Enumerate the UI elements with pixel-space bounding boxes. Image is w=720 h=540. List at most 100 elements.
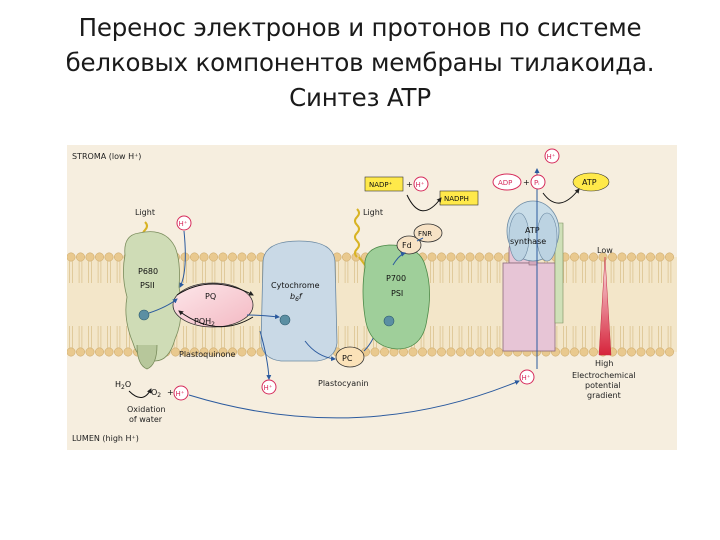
svg-text:H⁺: H⁺: [179, 220, 188, 228]
lipid-head: [580, 348, 588, 356]
svg-text:H⁺: H⁺: [416, 181, 425, 189]
plus-water: +: [167, 388, 174, 397]
svg-text:NADPH: NADPH: [444, 195, 469, 203]
cytochrome-label: Cytochrome: [271, 281, 320, 290]
lipid-head: [637, 253, 645, 261]
lipid-head: [114, 253, 122, 261]
svg-text:ADP: ADP: [498, 179, 512, 187]
nadp-box: NADP⁺: [365, 177, 403, 191]
oxidation-label-1: Oxidation: [127, 405, 166, 414]
h-plus-lumen-1: H⁺: [262, 380, 276, 394]
lipid-head: [447, 253, 455, 261]
lipid-head: [67, 253, 75, 261]
lipid-head: [627, 253, 635, 261]
plastocyanin: PC: [336, 347, 364, 367]
pq-label: PQ: [205, 292, 216, 301]
lipid-head: [238, 348, 246, 356]
svg-text:H⁺: H⁺: [522, 374, 531, 382]
pi-circle: Pᵢ: [531, 175, 545, 189]
h-plus-stroma-1: H⁺: [177, 216, 191, 230]
title-line-3: Синтез ATP: [0, 80, 720, 115]
electron-psii: [139, 310, 149, 320]
lipid-head: [570, 348, 578, 356]
h-plus-nadp: H⁺: [414, 177, 428, 191]
plus-adp: +: [523, 178, 530, 187]
lipid-head: [86, 253, 94, 261]
svg-text:ATP: ATP: [582, 178, 597, 187]
atp-synthase-label-2: synthase: [510, 237, 546, 246]
stroma-label: STROMA (low H⁺): [72, 152, 141, 161]
lipid-head: [485, 253, 493, 261]
lipid-head: [105, 253, 113, 261]
lipid-head: [485, 348, 493, 356]
lipid-head: [618, 348, 626, 356]
lipid-head: [380, 348, 388, 356]
light-label-2: Light: [363, 208, 383, 217]
lipid-head: [238, 253, 246, 261]
svg-text:H⁺: H⁺: [176, 390, 185, 398]
lipid-head: [456, 348, 464, 356]
lipid-head: [646, 348, 654, 356]
gradient-caption-2: potential: [585, 381, 621, 390]
psii-label: PSII: [140, 281, 155, 290]
lipid-head: [437, 348, 445, 356]
lipid-head: [466, 348, 474, 356]
lipid-head: [228, 253, 236, 261]
lipid-head: [646, 253, 654, 261]
lipid-head: [67, 348, 75, 356]
lipid-head: [371, 348, 379, 356]
title-line-1: Перенос электронов и протонов по системе: [0, 10, 720, 45]
lipid-head: [342, 253, 350, 261]
lipid-head: [466, 253, 474, 261]
slide-title: Перенос электронов и протонов по системе…: [0, 10, 720, 115]
lipid-head: [105, 348, 113, 356]
lipid-head: [494, 253, 502, 261]
gradient-caption-1: Electrochemical: [572, 371, 636, 380]
lipid-head: [409, 348, 417, 356]
svg-text:Pᵢ: Pᵢ: [534, 179, 539, 187]
lipid-head: [475, 253, 483, 261]
pc-label: PC: [342, 354, 353, 363]
lipid-head: [247, 348, 255, 356]
lipid-head: [494, 348, 502, 356]
psi-label: PSI: [391, 289, 403, 298]
lipid-head: [428, 348, 436, 356]
oxidation-label-2: of water: [129, 415, 163, 424]
lipid-head: [190, 253, 198, 261]
lipid-head: [475, 348, 483, 356]
lipid-head: [114, 348, 122, 356]
lipid-head: [428, 253, 436, 261]
fnr: FNR: [414, 224, 442, 242]
lipid-head: [418, 348, 426, 356]
lipid-head: [656, 253, 664, 261]
lipid-head: [637, 348, 645, 356]
lipid-head: [95, 348, 103, 356]
lipid-head: [580, 253, 588, 261]
lipid-head: [456, 253, 464, 261]
fnr-label: FNR: [418, 230, 432, 238]
lipid-head: [209, 253, 217, 261]
p700-label: P700: [386, 274, 406, 283]
plus-nadp: +: [406, 180, 413, 189]
lipid-head: [437, 253, 445, 261]
lipid-head: [76, 253, 84, 261]
plastoquinone-label: Plastoquinone: [179, 350, 236, 359]
fd-label: Fd: [402, 241, 412, 250]
lipid-head: [656, 348, 664, 356]
lipid-head: [124, 348, 132, 356]
light-label-1: Light: [135, 208, 155, 217]
lipid-head: [561, 348, 569, 356]
lipid-head: [76, 348, 84, 356]
lumen-label: LUMEN (high H⁺): [72, 434, 139, 443]
electron-psi: [384, 316, 394, 326]
adp-box: ADP: [493, 174, 521, 190]
h-plus-lumen-2: H⁺: [520, 370, 534, 384]
cytochrome-b6f: Cytochrome b6f: [261, 241, 337, 361]
lipid-head: [86, 348, 94, 356]
h-plus-stroma-2: H⁺: [545, 149, 559, 163]
p680-label: P680: [138, 267, 158, 276]
electron-cytochrome: [280, 315, 290, 325]
gradient-caption-3: gradient: [587, 391, 621, 400]
atp-synthase: ATP synthase: [503, 201, 563, 351]
lipid-head: [618, 253, 626, 261]
